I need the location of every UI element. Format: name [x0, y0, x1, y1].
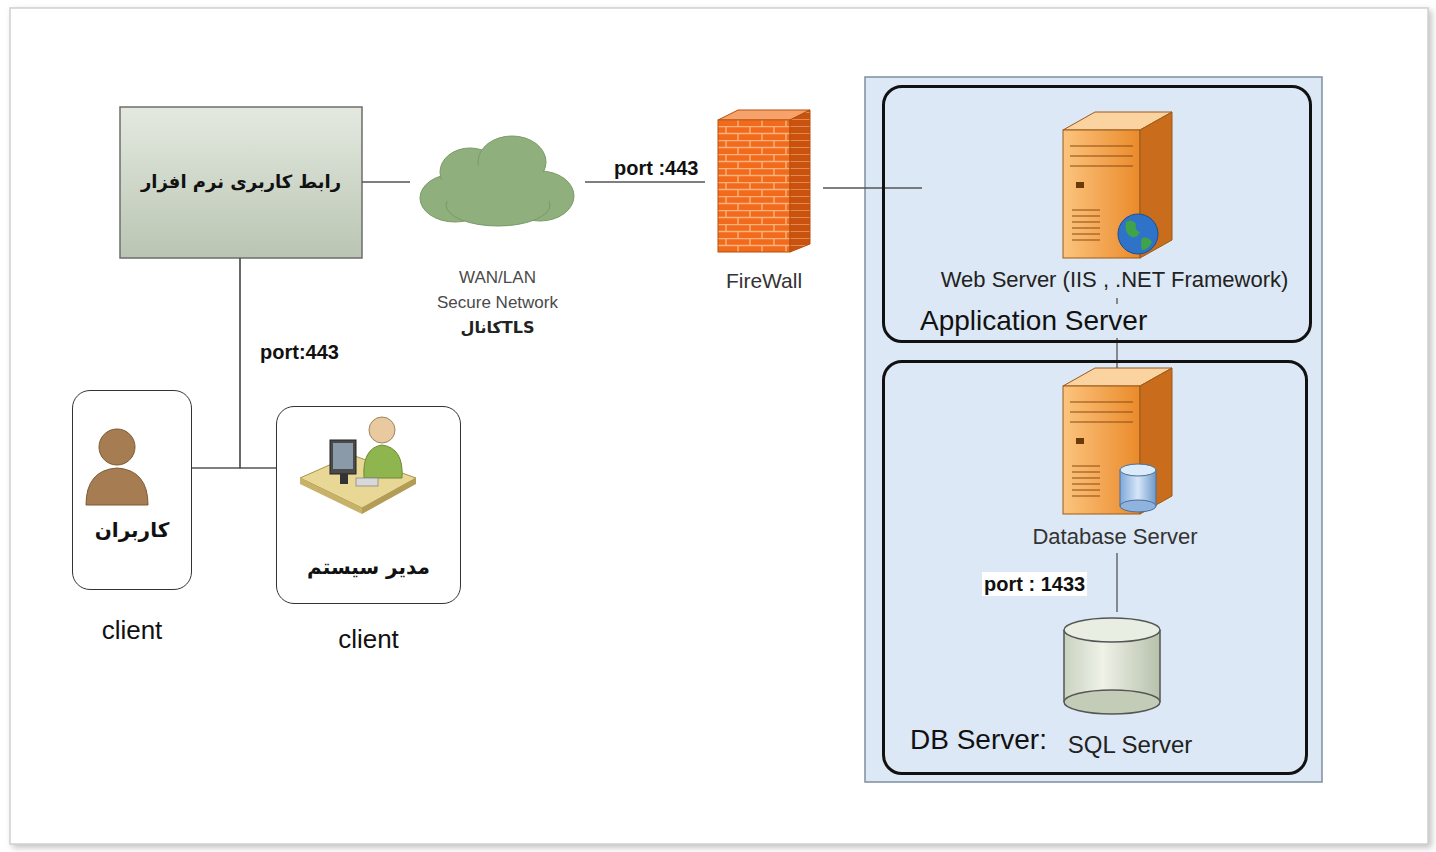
connector-line	[823, 187, 922, 188]
application-server-box: Application Server Web Server (IIS , .NET…	[882, 85, 1312, 343]
admin-client: مدیر سیستمclient	[276, 406, 461, 604]
node-text: Web Server (IIS , .NET Framework)	[939, 266, 1291, 294]
port-label: port:443	[258, 340, 341, 364]
network-cloud: WAN/LANSecure NetworkکانالTLS	[410, 135, 585, 345]
node-text: FireWall	[724, 268, 804, 294]
connector-line	[362, 181, 410, 182]
node-text: client	[336, 623, 401, 655]
node-text: Secure Network	[435, 290, 560, 315]
connector-line	[192, 258, 240, 468]
node-text: کانالTLS	[459, 315, 537, 340]
node-text: client	[100, 614, 165, 646]
connector-line	[1116, 553, 1117, 612]
connector-line	[585, 181, 705, 182]
node-text: DB Server:	[908, 723, 1049, 757]
database-server: Database Server	[1010, 368, 1220, 553]
node-text: مدیر سیستم	[305, 553, 432, 581]
node-text: SQL Server	[1066, 730, 1195, 760]
port-label: port :443	[612, 156, 700, 180]
port-label: port : 1433	[982, 572, 1087, 596]
web-server: Web Server (IIS , .NET Framework)	[922, 108, 1307, 298]
node-text: Database Server	[1030, 523, 1199, 551]
db-server-box: DB Server: Database ServerSQL Server	[882, 360, 1308, 775]
node-text: Application Server	[918, 304, 1149, 338]
node-text: رابط کاربری نرم افزار	[139, 170, 343, 194]
users-client: کاربرانclient	[72, 390, 192, 590]
sql-database: SQL Server	[1058, 612, 1203, 762]
ui-box: رابط کاربری نرم افزار	[120, 107, 362, 258]
firewall: FireWall	[705, 108, 823, 298]
node-text: WAN/LAN	[457, 265, 538, 290]
node-text: کاربران	[93, 516, 172, 544]
